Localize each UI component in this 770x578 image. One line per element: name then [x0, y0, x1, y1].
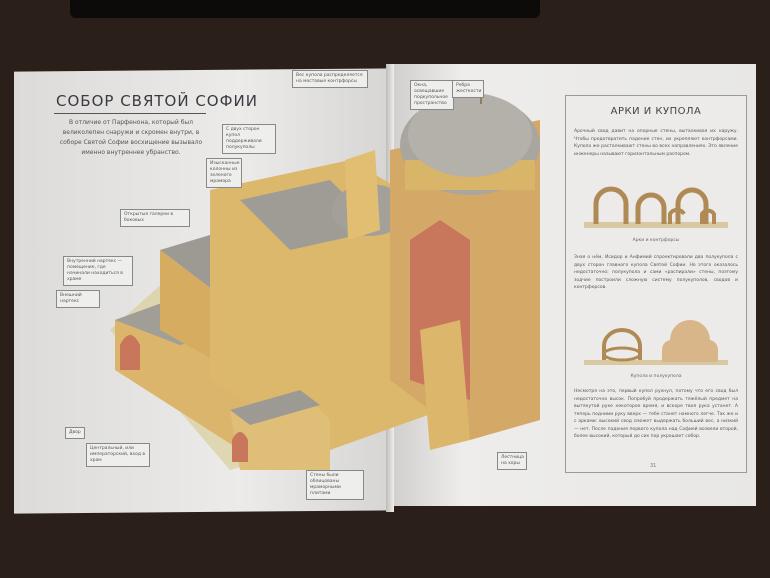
label-imperial-entrance: Центральный, или императорский, вход в х… [86, 443, 150, 467]
label-semidomes: С двух сторон купол поддерживали полукуп… [222, 124, 276, 154]
label-buttresses: Вес купола распределяется на мостовые ко… [292, 70, 368, 88]
sidebar-title: АРКИ И КУПОЛА [610, 106, 702, 117]
label-galleries: Открытые галереи в боковых [120, 209, 190, 227]
label-courtyard: Двор [65, 427, 85, 439]
domes-diagram [584, 320, 728, 365]
label-outer-narthex: Внешний нартекс [56, 290, 100, 308]
label-staircase: Лестница на хоры [497, 452, 527, 470]
label-ribs: Ребра жесткости [452, 80, 484, 98]
page-number: 31 [650, 463, 657, 469]
dark-object-top [70, 0, 540, 18]
sidebar-arches-domes: АРКИ И КУПОЛА Арочный свод давит на опор… [565, 95, 747, 473]
title-divider [54, 113, 206, 114]
intro-text: В отличие от Парфенона, который был вели… [59, 119, 203, 156]
arches-diagram [584, 186, 728, 228]
caption-domes: Купола и полукупола [630, 374, 682, 379]
sidebar-paragraph-2: Зная о нём, Исидор и Анфимий спроектиров… [574, 255, 738, 290]
label-inner-narthex: Внутренний нартекс — помещение, где начи… [63, 256, 133, 286]
sidebar-paragraph-1: Арочный свод давит на опорные стены, выт… [574, 129, 738, 157]
label-columns: Изысканные колонны из зеленого мрамора [206, 158, 242, 188]
caption-arches: Арки и контрфорсы [632, 238, 680, 243]
label-windows: Окна, освещавшие подкупольное пространст… [410, 80, 454, 110]
page-title: СОБОР СВЯТОЙ СОФИИ [56, 92, 258, 110]
label-marble-walls: Стены были облицованы мраморными плитами [306, 470, 364, 500]
sidebar-paragraph-3: Несмотря на это, первый купол рухнул, по… [574, 389, 738, 439]
